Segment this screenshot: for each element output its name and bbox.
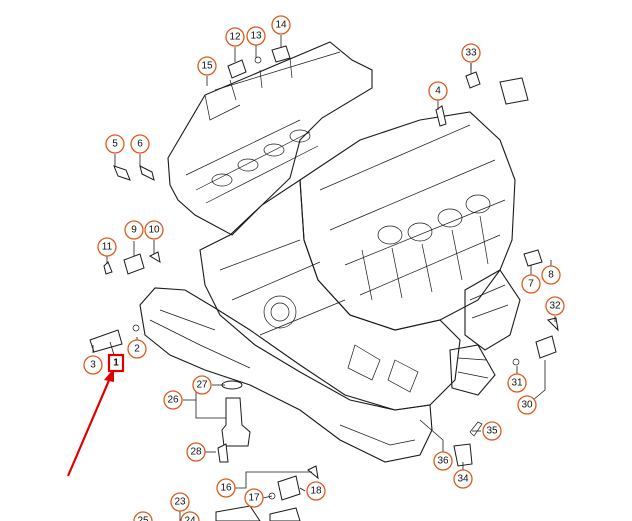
callout-label: 8 [548,270,554,281]
callout-label: 34 [457,474,469,485]
callout-label: 6 [137,139,143,150]
callout-34[interactable]: 34 [453,469,473,489]
callout-18[interactable]: 18 [306,481,326,501]
pointer-arrow [66,377,112,477]
callout-circle [180,511,200,521]
callout-13[interactable]: 13 [246,26,266,46]
callout-label: 35 [486,426,498,437]
callout-24[interactable]: 24 [180,511,200,521]
callout-12[interactable]: 12 [225,27,245,47]
callout-35[interactable]: 35 [482,421,502,441]
callout-label: 7 [528,279,534,290]
callout-circle [105,134,125,154]
callout-circle [133,511,153,521]
callout-circle [244,488,264,508]
callout-3[interactable]: 3 [83,355,103,375]
callout-circle [225,27,245,47]
callout-7[interactable]: 7 [521,274,541,294]
callout-14[interactable]: 14 [271,15,291,35]
callout-label: 12 [229,32,241,43]
callout-label: 30 [521,400,533,411]
callout-circle [124,220,144,240]
callout-33[interactable]: 33 [461,43,481,63]
sensor-parts [89,45,559,521]
callout-label: 15 [201,61,213,72]
callout-circle [507,373,527,393]
callout-circle [517,395,537,415]
callout-circle [482,421,502,441]
callout-label: 13 [250,31,262,42]
callout-6[interactable]: 6 [130,134,150,154]
callout-circle [428,81,448,101]
callout-label: 28 [190,447,202,458]
callout-circle [306,481,326,501]
callout-circle [186,442,206,462]
callout-circle [144,220,164,240]
callout-label: 26 [167,395,179,406]
callout-label: 33 [465,48,477,59]
callout-circle [83,355,103,375]
callout-circle [545,296,565,316]
callout-circle [127,339,147,359]
callout-circle [541,265,561,285]
callout-circle [170,492,190,512]
callout-circle [271,15,291,35]
callout-31[interactable]: 31 [507,373,527,393]
callout-9[interactable]: 9 [124,220,144,240]
callout-label: 9 [131,225,137,236]
callout-36[interactable]: 36 [433,451,453,471]
callout-circle [130,134,150,154]
callout-label: 14 [275,20,287,31]
callout-label: 16 [220,483,232,494]
callout-label: 2 [134,344,140,355]
callout-circle [216,478,236,498]
callout-circle [433,451,453,471]
callout-label: 23 [174,497,186,508]
callout-label: 25 [137,516,149,521]
callout-32[interactable]: 32 [545,296,565,316]
callout-label: 3 [90,360,96,371]
callout-label: 18 [310,486,322,497]
highlighted-label-1[interactable]: 1 [107,353,125,373]
highlighted-label-text: 1 [113,358,119,369]
callout-label: 10 [148,225,160,236]
callout-10[interactable]: 10 [144,220,164,240]
callout-4[interactable]: 4 [428,81,448,101]
callout-28[interactable]: 28 [186,442,206,462]
engine-block-drawing [139,41,521,463]
callout-label: 17 [248,493,260,504]
callout-label: 4 [435,86,441,97]
callout-30[interactable]: 30 [517,395,537,415]
callout-label: 36 [437,456,449,467]
callout-circle [163,390,183,410]
callout-23[interactable]: 23 [170,492,190,512]
callout-17[interactable]: 17 [244,488,264,508]
callout-circle [197,56,217,76]
callout-5[interactable]: 5 [105,134,125,154]
callout-label: 31 [511,378,523,389]
callout-circle [192,375,212,395]
callout-8[interactable]: 8 [541,265,561,285]
callout-27[interactable]: 27 [192,375,212,395]
callout-26[interactable]: 26 [163,390,183,410]
callout-label: 24 [184,516,196,521]
callout-circle [97,237,117,257]
callout-11[interactable]: 11 [97,237,117,257]
callout-2[interactable]: 2 [127,339,147,359]
callout-circle [453,469,473,489]
callout-label: 32 [549,301,561,312]
callout-circle [521,274,541,294]
callout-25[interactable]: 25 [133,511,153,521]
callout-label: 5 [112,139,118,150]
callout-circle [461,43,481,63]
callout-16[interactable]: 16 [216,478,236,498]
callout-15[interactable]: 15 [197,56,217,76]
callout-label: 11 [102,242,113,253]
callout-circle [246,26,266,46]
callout-label: 27 [196,380,208,391]
